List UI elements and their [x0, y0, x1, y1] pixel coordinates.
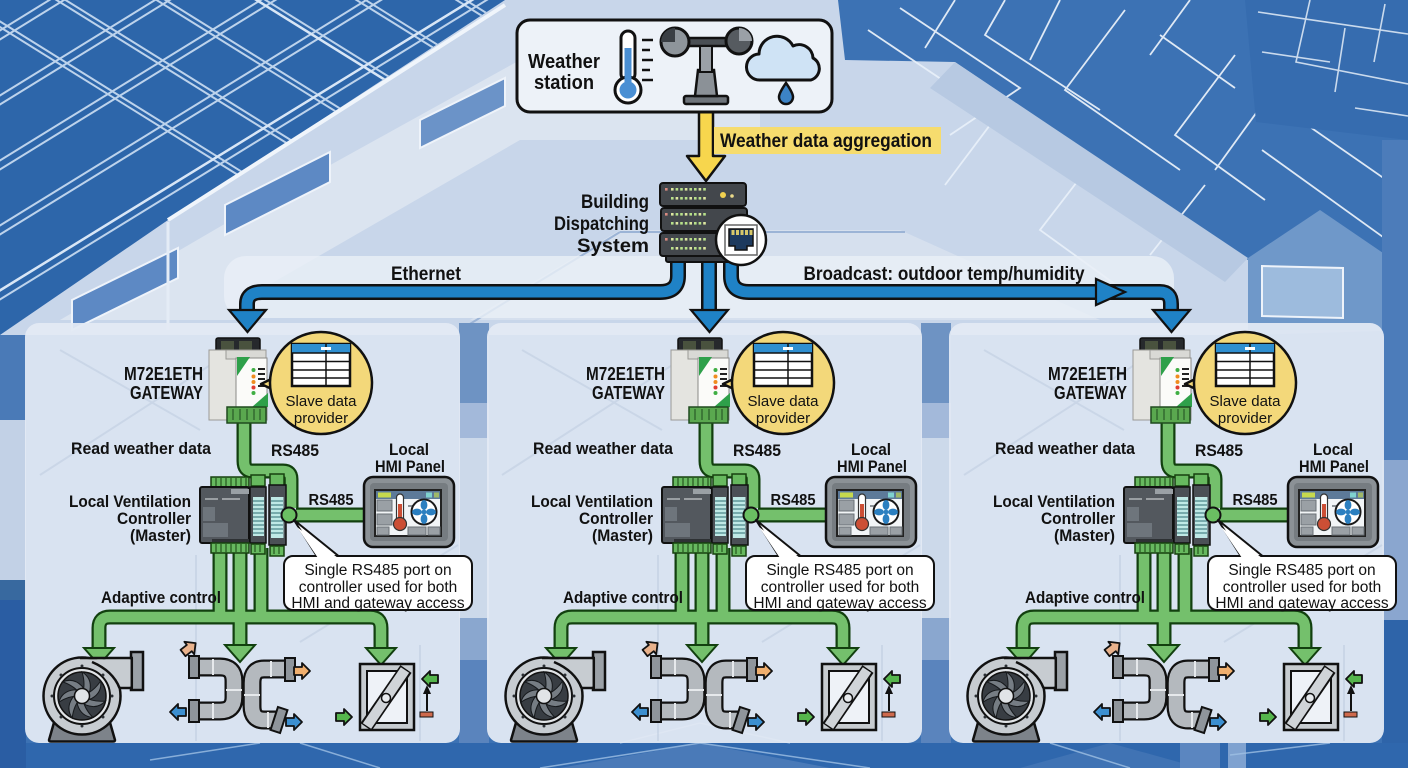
svg-text:Dispatching: Dispatching	[554, 214, 649, 235]
svg-text:System: System	[577, 236, 649, 257]
svg-text:Broadcast: outdoor temp/humidi: Broadcast: outdoor temp/humidity	[804, 264, 1085, 285]
svg-text:Building: Building	[581, 192, 649, 213]
svg-text:station: station	[534, 72, 594, 94]
svg-text:Weather data aggregation: Weather data aggregation	[720, 131, 932, 152]
svg-text:Weather: Weather	[528, 51, 600, 73]
svg-text:Ethernet: Ethernet	[391, 264, 462, 285]
